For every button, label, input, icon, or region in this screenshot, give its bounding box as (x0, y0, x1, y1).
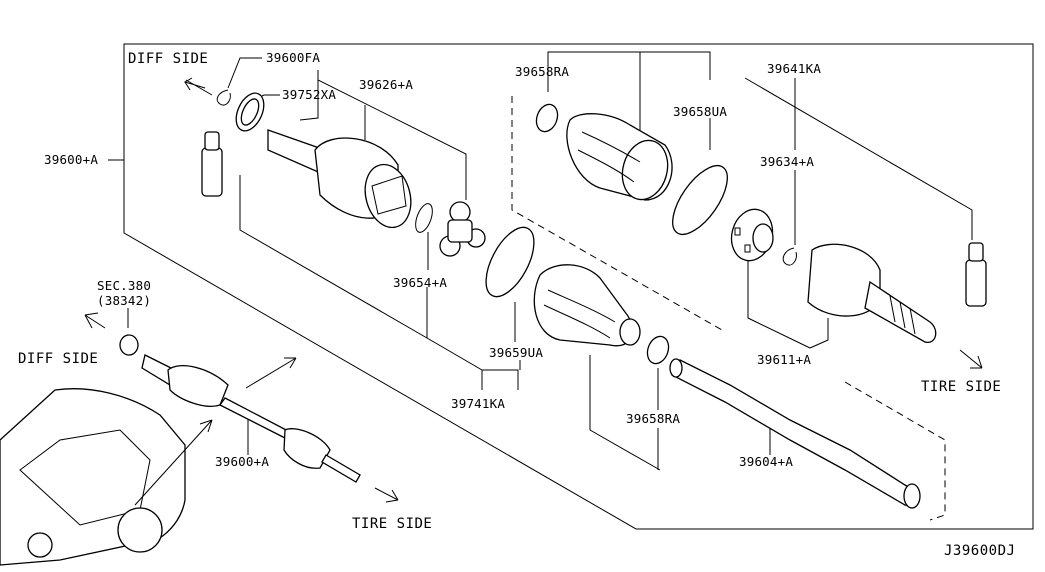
sec-ref-line2: (38342) (97, 293, 151, 308)
part-label-39658ra-bottom: 39658RA (626, 411, 680, 426)
grease-tube-right (965, 242, 987, 307)
tripod-spider (439, 201, 486, 257)
vehicle-silhouette (0, 388, 186, 566)
part-label-39659ua: 39659UA (489, 345, 543, 360)
part-label-39641ka: 39641KA (767, 61, 821, 76)
leader-lines (108, 51, 973, 471)
circlip-39634a (782, 247, 797, 266)
tire-side-right-label: TIRE SIDE (921, 379, 1001, 395)
dashed-guide-boot (511, 96, 723, 331)
part-label-39741ka: 39741KA (451, 396, 505, 411)
circlip-39600fa (216, 89, 231, 106)
tire-side-bottom-label: TIRE SIDE (352, 516, 432, 532)
diagram-id: J39600DJ (944, 543, 1015, 559)
part-label-39600a-box: 39600+A (44, 152, 98, 167)
ball-cage (730, 208, 774, 262)
grease-tube-left (201, 131, 223, 197)
part-label-39600fa: 39600FA (266, 50, 320, 65)
snap-ring-39654a (415, 203, 433, 233)
clamp-39658ra-top (535, 103, 559, 133)
part-label-39611a: 39611+A (757, 352, 811, 367)
part-label-39626a: 39626+A (359, 77, 413, 92)
part-label-39752xa: 39752XA (282, 87, 336, 102)
drive-shaft-assembly-small (119, 334, 361, 483)
part-label-39658ra-top: 39658RA (515, 64, 569, 79)
sec-ref-line1: SEC.380 (97, 278, 151, 293)
dashed-guide-shaft (844, 381, 946, 521)
clamp-39658ra-bottom (646, 335, 670, 365)
joint-housing-39626a (267, 129, 412, 229)
inner-boot (533, 264, 641, 347)
diff-side-left-label: DIFF SIDE (18, 351, 98, 367)
outer-cv-joint-39611a (807, 243, 937, 343)
part-label-39634a: 39634+A (760, 154, 814, 169)
outer-boot (566, 113, 673, 201)
shaft-39604a (669, 358, 921, 509)
band-clamp-39659ua (485, 226, 535, 298)
part-label-39654a: 39654+A (393, 275, 447, 290)
part-label-39604a: 39604+A (739, 454, 793, 469)
seal-39752xa (235, 92, 265, 132)
band-clamp-39658ua (672, 164, 728, 236)
diff-side-top-label: DIFF SIDE (128, 51, 208, 67)
part-label-39658ua: 39658UA (673, 104, 727, 119)
assembly-frame (123, 43, 1034, 530)
part-label-39600a-car: 39600+A (215, 454, 269, 469)
arrows (84, 77, 983, 506)
